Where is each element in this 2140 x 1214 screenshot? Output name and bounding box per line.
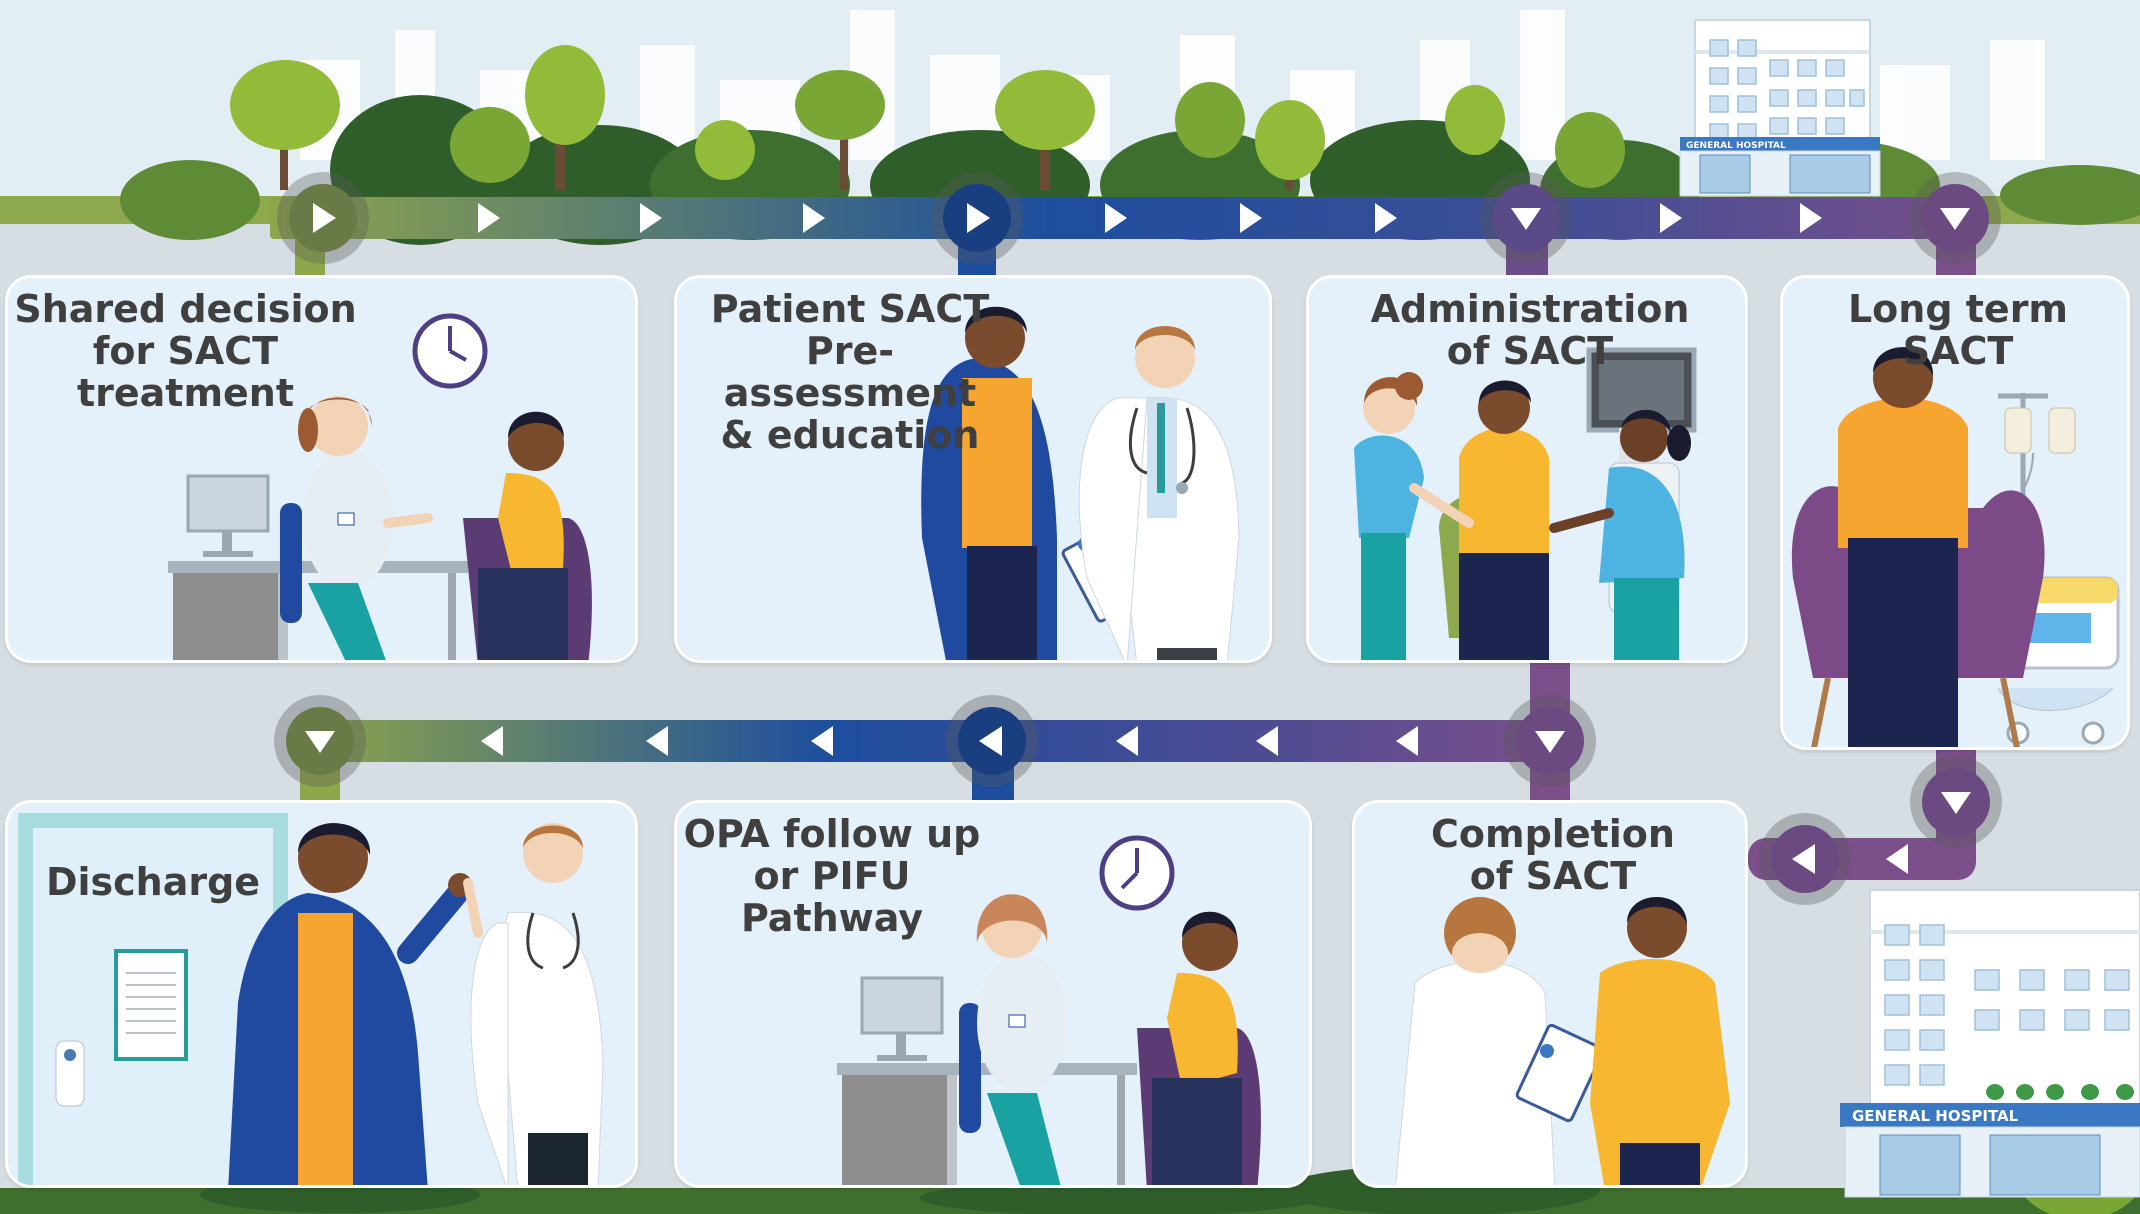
patient-chair-figure: [1439, 380, 1549, 660]
clock-icon: [1099, 835, 1175, 911]
nurse-right-figure: [1549, 409, 1691, 660]
doctor-standing-figure: [463, 823, 604, 1185]
doctor-back-figure: [1395, 897, 1556, 1185]
patient-seated-figure: [1137, 911, 1261, 1185]
stage-title-pre-assessment: Patient SACT Pre-assessment & education: [710, 287, 990, 457]
clock-icon: [412, 313, 488, 389]
patient-standing-figure: [921, 306, 1057, 660]
doctor-standing-figure: [1078, 326, 1240, 660]
patient-standing-figure: [1590, 896, 1730, 1185]
computer-monitor-icon: [186, 474, 270, 557]
computer-monitor-icon: [860, 976, 944, 1061]
stage-title-discharge: Discharge: [45, 860, 261, 904]
stage-card-administration: Administration of SACT: [1306, 275, 1748, 663]
stage-title-administration: Administration of SACT: [1370, 287, 1690, 373]
stage-card-pre-assessment: Patient SACT Pre-assessment & education: [674, 275, 1272, 663]
stage-title-opa-follow-up: OPA follow up or PIFU Pathway: [683, 812, 981, 940]
stage-card-opa-follow-up: OPA follow up or PIFU Pathway: [674, 800, 1312, 1188]
clipboard-icon: [1515, 1023, 1605, 1123]
patient-armchair-figure: [1791, 347, 2045, 747]
stage-card-shared-decision: Shared decision for SACT treatment: [5, 275, 638, 663]
doctor-seated-figure: [280, 396, 433, 660]
stage-card-discharge: Discharge: [5, 800, 638, 1188]
doctor-seated-figure: [959, 894, 1067, 1185]
nurse-left-figure: [1354, 372, 1474, 660]
stage-card-long-term: Long term SACT: [1780, 275, 2130, 750]
stage-title-completion: Completion of SACT: [1431, 812, 1675, 898]
stage-title-long-term: Long term SACT: [1847, 287, 2069, 373]
stage-title-shared-decision: Shared decision for SACT treatment: [14, 287, 357, 415]
patient-seated-figure: [463, 411, 592, 660]
patient-standing-figure: [228, 823, 472, 1185]
hospital-sign-bottom: GENERAL HOSPITAL: [1852, 1107, 2019, 1125]
hospital-sign-top: GENERAL HOSPITAL: [1686, 141, 1786, 151]
hospital-building-icon: [1840, 889, 2140, 1198]
hospital-building-icon: [1679, 19, 1881, 197]
stage-card-completion: Completion of SACT: [1352, 800, 1748, 1188]
